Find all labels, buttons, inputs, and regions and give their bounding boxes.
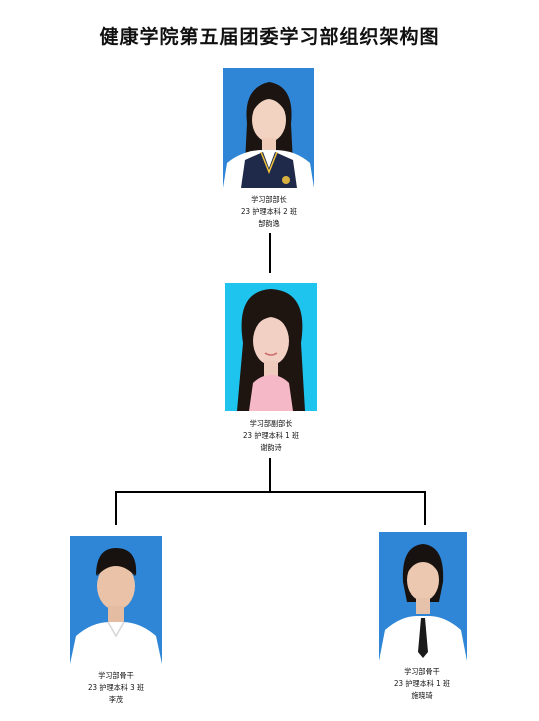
member-name: 施晓琦 xyxy=(411,691,433,700)
connector-vertical-1 xyxy=(269,233,271,273)
member-photo-staff-left xyxy=(70,536,162,664)
member-role: 学习部骨干 xyxy=(404,667,440,676)
member-class: 23 护理本科 1 班 xyxy=(393,679,451,688)
connector-right-drop xyxy=(424,491,426,525)
chart-title: 健康学院第五届团委学习部组织架构图 xyxy=(99,26,440,48)
member-class: 23 护理本科 2 班 xyxy=(240,207,298,216)
member-caption-staff-left: 学习部骨干 23 护理本科 3 班 李茂 xyxy=(56,670,176,706)
connector-horizontal xyxy=(115,491,426,493)
member-role: 学习部副部长 xyxy=(249,419,293,428)
member-name: 郜韵逸 xyxy=(258,219,280,228)
member-caption-head: 学习部部长 23 护理本科 2 班 郜韵逸 xyxy=(209,194,329,230)
member-name: 谢韵诗 xyxy=(260,443,282,452)
member-photo-head xyxy=(223,68,314,188)
connector-left-drop xyxy=(115,491,117,525)
member-class: 23 护理本科 1 班 xyxy=(242,431,300,440)
member-name: 李茂 xyxy=(108,695,124,704)
member-caption-staff-right: 学习部骨干 23 护理本科 1 班 施晓琦 xyxy=(362,666,482,702)
member-photo-staff-right xyxy=(379,532,467,661)
connector-vertical-2 xyxy=(269,458,271,492)
member-role: 学习部骨干 xyxy=(98,671,134,680)
member-role: 学习部部长 xyxy=(251,195,287,204)
member-class: 23 护理本科 3 班 xyxy=(87,683,145,692)
member-caption-deputy: 学习部副部长 23 护理本科 1 班 谢韵诗 xyxy=(211,418,331,454)
member-photo-deputy xyxy=(225,283,317,411)
